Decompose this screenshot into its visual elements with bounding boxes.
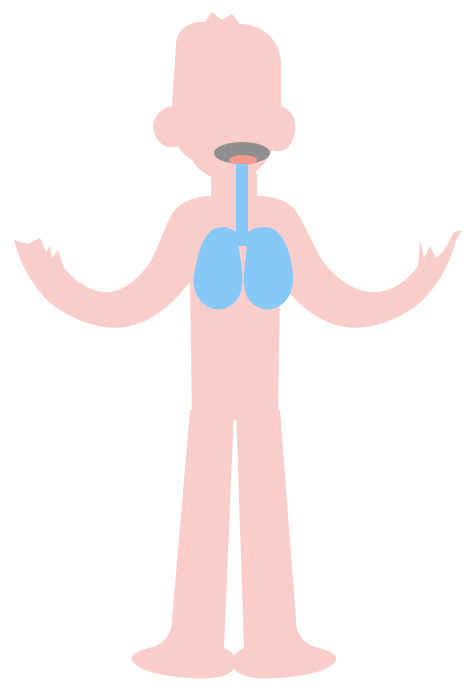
body-silhouette bbox=[14, 12, 462, 679]
right-leg bbox=[232, 410, 336, 679]
left-leg bbox=[132, 410, 236, 679]
mouth-inner bbox=[229, 155, 257, 165]
trachea bbox=[236, 164, 248, 238]
